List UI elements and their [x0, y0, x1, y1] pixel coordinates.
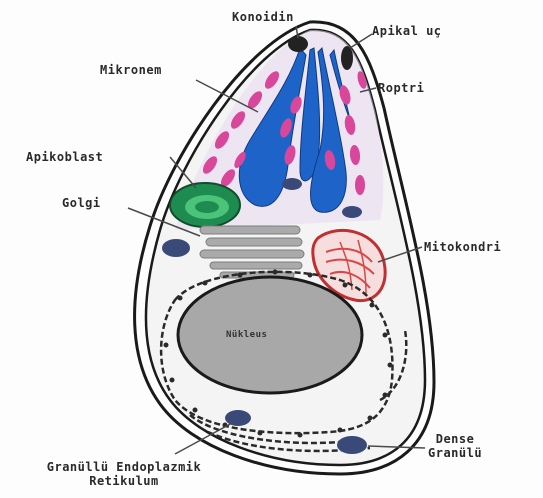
label-dense-granul: Dense Granülü: [428, 432, 482, 460]
label-ger-line2: Retikulum: [6, 474, 242, 488]
label-mikronem: Mikronem: [100, 63, 162, 77]
label-ger: Granüllü Endoplazmik Retikulum: [6, 460, 242, 488]
label-mitokondri: Mitokondri: [424, 240, 501, 254]
nucleus: [178, 277, 362, 393]
apikoblast: [170, 183, 240, 227]
label-dense-granul-line1: Dense: [428, 432, 482, 446]
label-golgi: Golgi: [62, 196, 101, 210]
label-ger-line1: Granüllü Endoplazmik: [6, 460, 242, 474]
label-apikal-uc: Apikal uç: [372, 24, 442, 38]
label-roptri: Roptri: [378, 81, 424, 95]
label-nukleus: Nükleus: [226, 328, 267, 342]
label-apikoblast: Apikoblast: [26, 150, 103, 164]
label-dense-granul-line2: Granülü: [428, 446, 482, 460]
label-konoidin: Konoidin: [232, 10, 294, 24]
dense-granul: [337, 436, 367, 454]
